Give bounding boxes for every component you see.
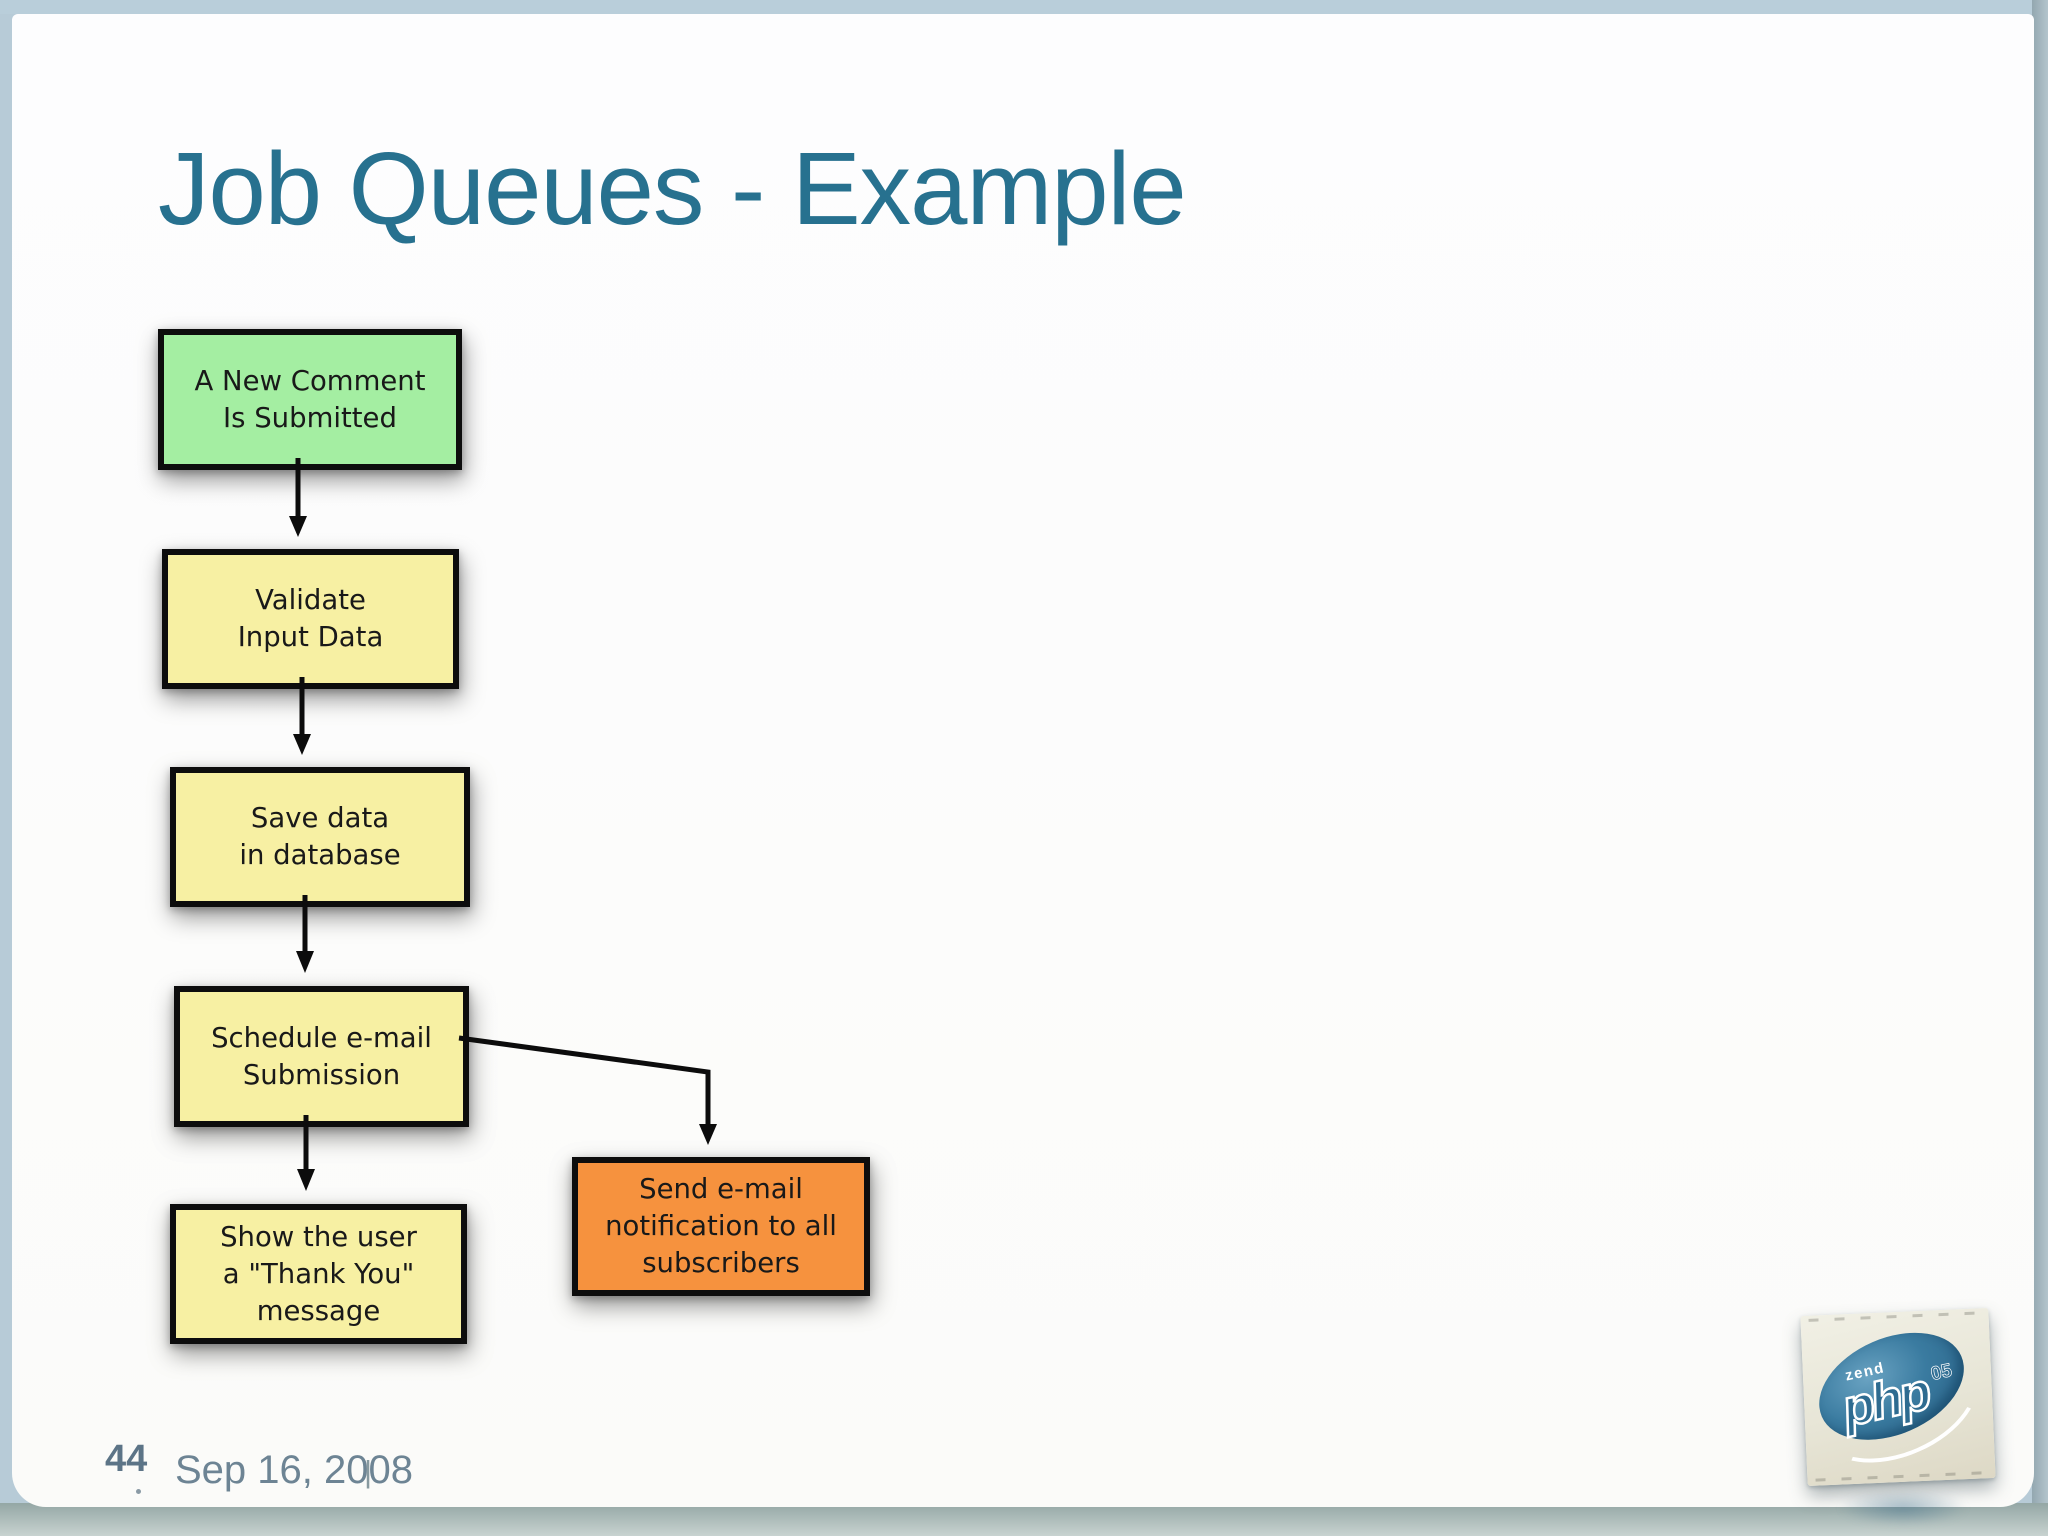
flow-node-send-notification: Send e-mail notification to all subscrib… — [572, 1157, 870, 1296]
label-line: Validate — [255, 584, 366, 616]
label-line: a "Thank You" — [222, 1257, 415, 1290]
flow-node-label: Show the user a "Thank You" message — [220, 1219, 417, 1330]
label-line: Save data — [250, 802, 390, 834]
label-line: Submission — [242, 1058, 401, 1091]
logo-reflection — [1838, 1490, 1968, 1526]
label-line: notification to all — [605, 1210, 837, 1242]
flow-node-comment-submitted: A New Comment Is Submitted — [158, 329, 462, 470]
page-number: 44 — [105, 1438, 148, 1480]
frame-right — [2032, 0, 2048, 1536]
page-title: Job Queues - Example — [158, 131, 1187, 246]
footer-dot — [136, 1489, 141, 1494]
label-line: Send e-mail — [639, 1173, 803, 1205]
flow-node-label: Schedule e-mail Submission — [211, 1020, 432, 1094]
label-line: Schedule e-mail — [211, 1021, 432, 1054]
frame-bottom — [0, 1503, 2048, 1536]
slide-date: Sep 16, 2008 — [175, 1448, 413, 1492]
flow-node-label: A New Comment Is Submitted — [194, 363, 425, 437]
label-line: subscribers — [642, 1247, 800, 1279]
php-version-label: 05 — [1928, 1360, 1955, 1386]
flow-node-schedule-email: Schedule e-mail Submission — [174, 986, 469, 1127]
zend-php-logo: zend php 05 — [1800, 1307, 1996, 1487]
label-line: in database — [239, 839, 401, 871]
slide-body: Job Queues - Example A New Comment Is Su… — [12, 14, 2034, 1507]
flow-node-validate-input: Validate Input Data — [162, 549, 459, 689]
frame-top — [0, 0, 2048, 14]
flow-node-label: Save data in database — [239, 800, 400, 874]
flow-node-save-database: Save data in database — [170, 767, 470, 907]
label-line: Input Data — [237, 621, 384, 653]
label-line: Show the user — [220, 1220, 417, 1253]
flow-node-label: Send e-mail notification to all subscrib… — [605, 1171, 837, 1282]
flow-node-thank-you: Show the user a "Thank You" message — [170, 1204, 467, 1344]
footer-separator: | — [364, 1454, 373, 1489]
flow-node-label: Validate Input Data — [238, 582, 384, 656]
label-line: Is Submitted — [223, 401, 397, 434]
label-line: message — [256, 1294, 381, 1327]
label-line: A New Comment — [194, 364, 426, 397]
